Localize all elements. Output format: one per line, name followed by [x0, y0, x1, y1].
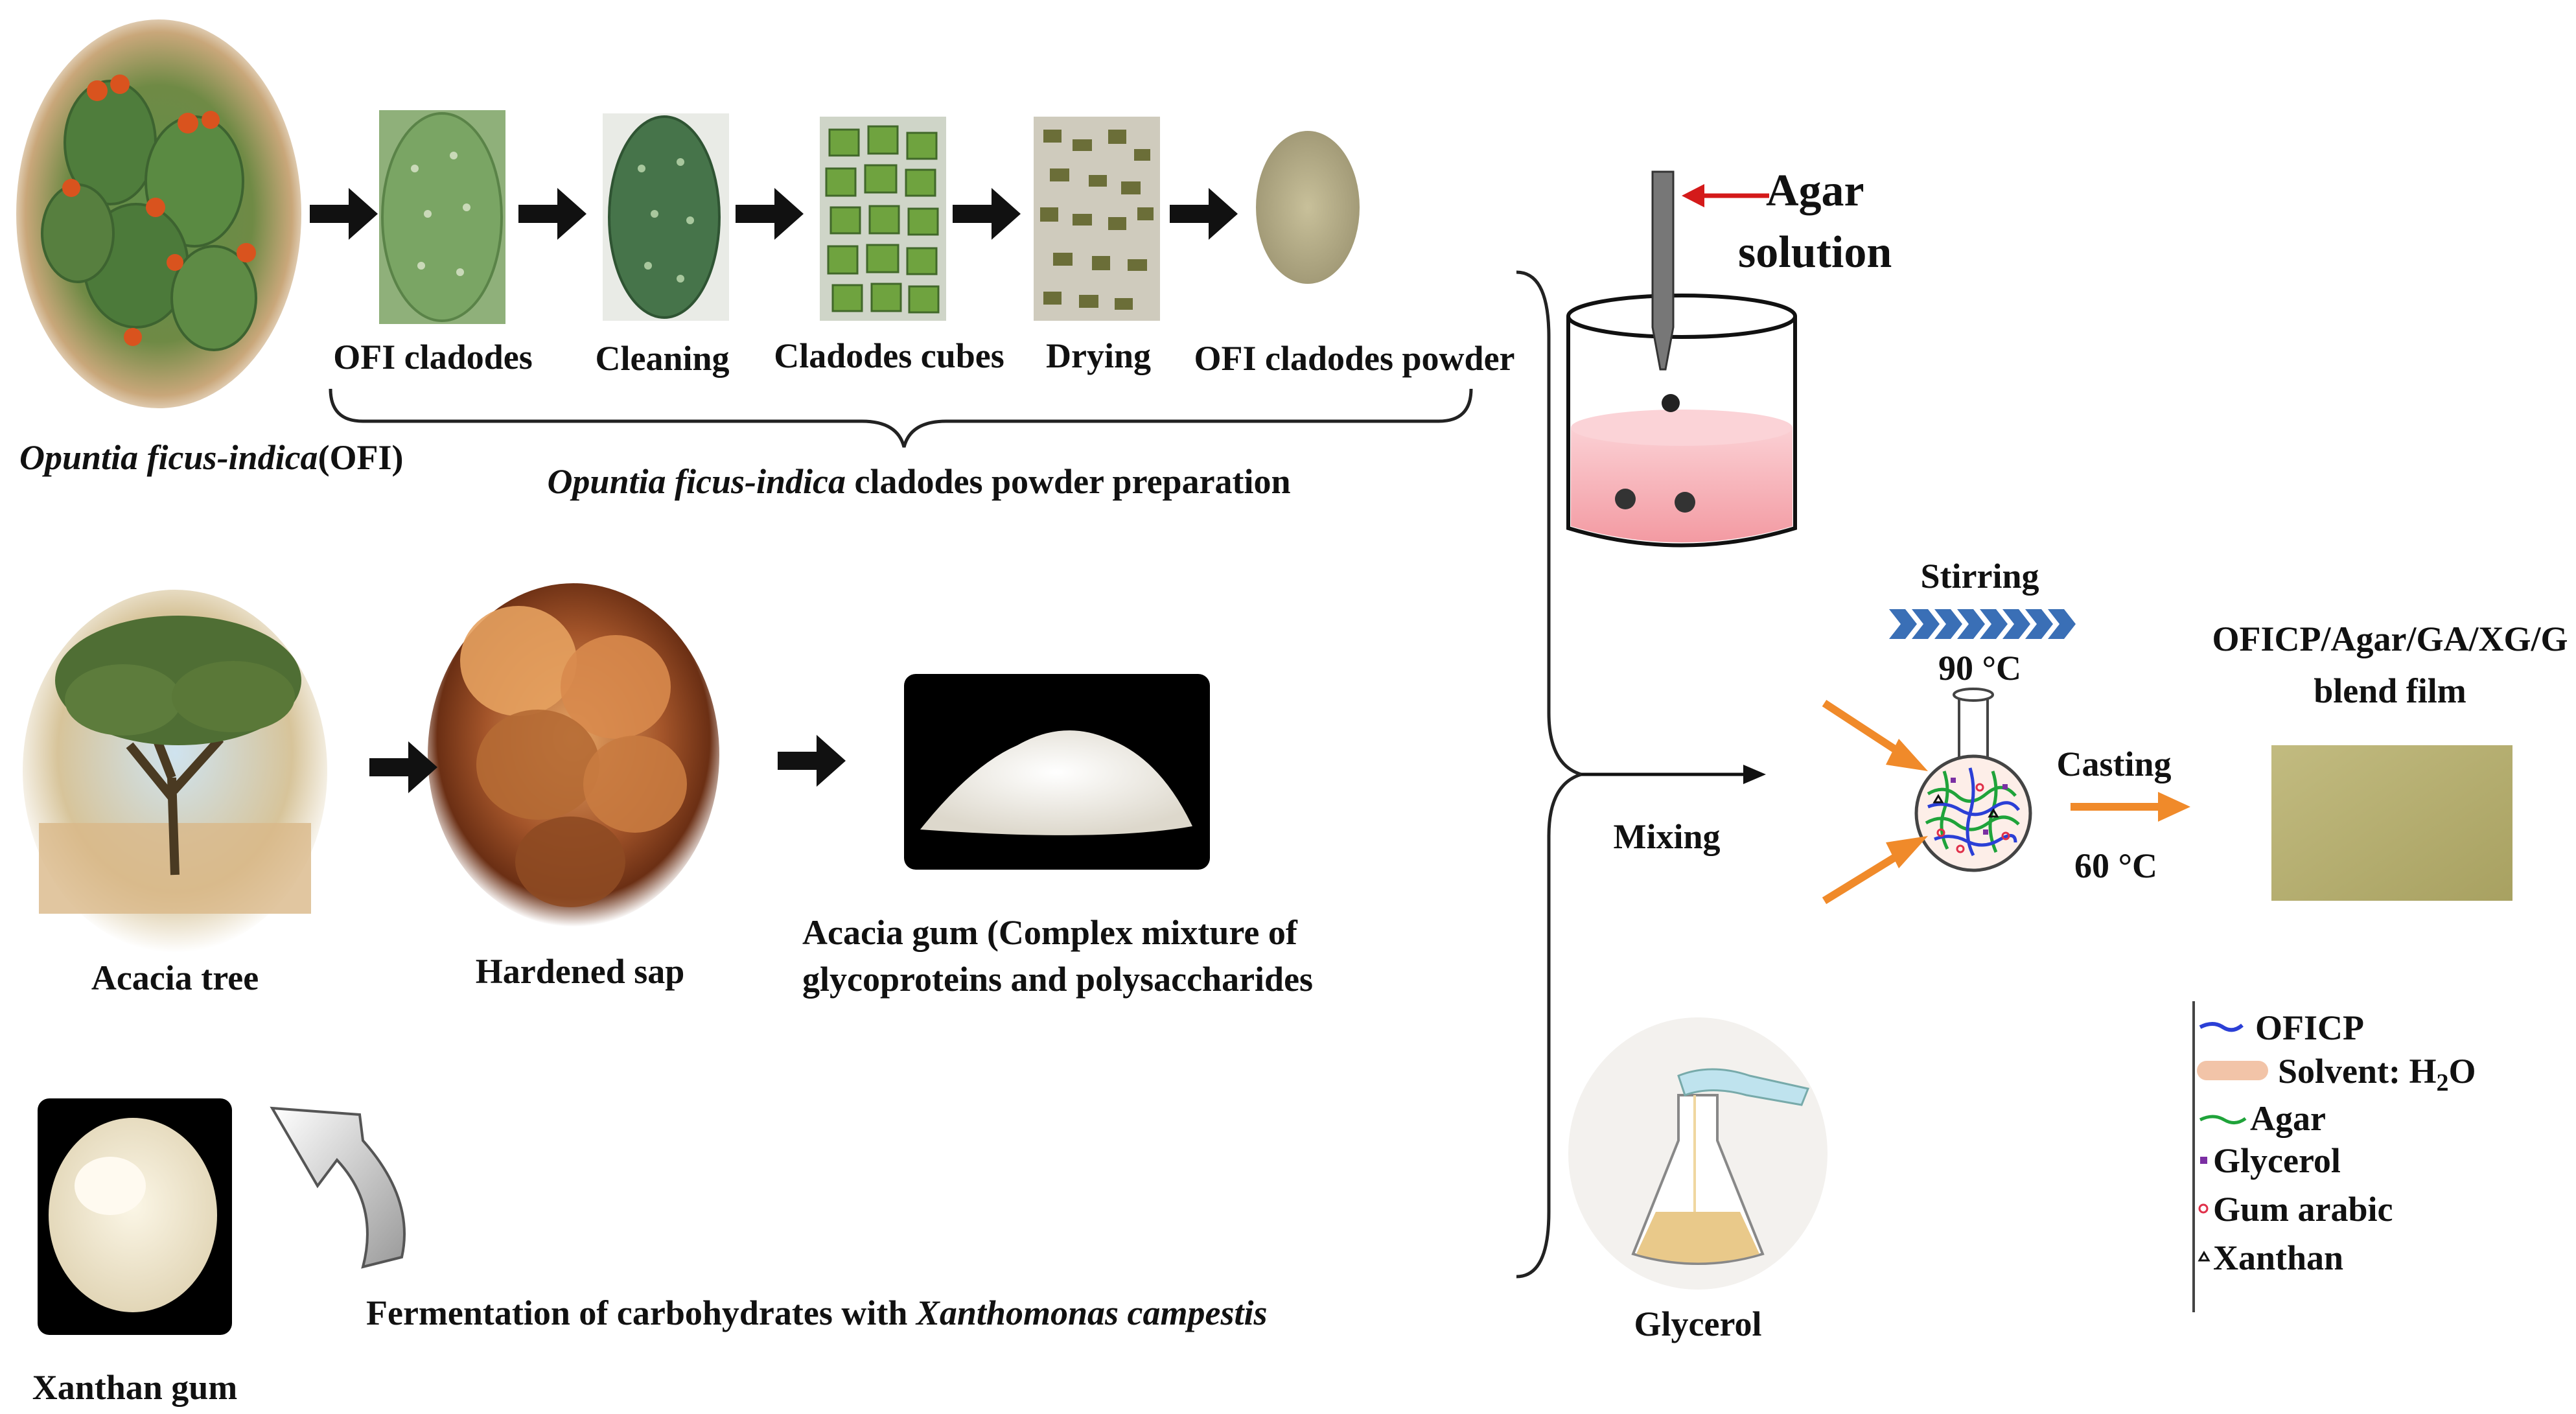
opuntia-section-title: Opuntia ficus-indica cladodes powder pre…: [547, 461, 1290, 502]
solvent-pill-icon: [2197, 1061, 2268, 1080]
opuntia-flow-arrows: [310, 188, 1238, 240]
opuntia-abbrev: (OFI): [318, 438, 404, 477]
legend-item-oficp: OFICP: [2255, 1008, 2364, 1047]
casting-temp-label: 60 °C: [2074, 846, 2158, 885]
drying-image: [1034, 117, 1160, 321]
cladode-image: [379, 110, 505, 324]
cladode-cubes-image: [820, 117, 946, 321]
opuntia-section-species: Opuntia ficus-indica: [547, 462, 846, 501]
hardened-sap-label: Hardened sap: [475, 952, 685, 991]
acacia-flow-arrows: [369, 735, 846, 793]
curved-return-arrow: [270, 1106, 406, 1269]
step-label-drying: Drying: [1046, 336, 1151, 375]
red-circle-icon: [2198, 1203, 2209, 1214]
film-label-line1: OFICP/Agar/GA/XG/G: [2212, 620, 2568, 658]
step-label-cubes: Cladodes cubes: [774, 336, 1004, 375]
cleaning-image: [603, 113, 729, 321]
acacia-gum-label-line2: glycoproteins and polysaccharides: [802, 960, 1314, 999]
hardened-sap-image: [428, 583, 719, 927]
orange-arrows: [1822, 699, 2190, 905]
reaction-flask: [1914, 688, 2032, 872]
opuntia-section-text: cladodes powder preparation: [846, 462, 1291, 501]
legend-item-agar: Agar: [2250, 1099, 2326, 1138]
legend-item-solvent: Solvent: H2O: [2278, 1051, 2476, 1097]
xanthan-gum-label: Xanthan gum: [32, 1368, 238, 1407]
acacia-gum-powder-image: [904, 674, 1210, 870]
mixing-label: Mixing: [1613, 817, 1721, 856]
agar-label-line1: Agar: [1766, 166, 1864, 216]
legend-solvent-text: Solvent: H: [2278, 1052, 2437, 1091]
step-label-cladodes: OFI cladodes: [333, 338, 533, 377]
pipette: [1651, 170, 1675, 371]
legend-item-glycerol: Glycerol: [2213, 1141, 2341, 1180]
fermentation-text: Fermentation of carbohydrates with: [366, 1293, 916, 1332]
acacia-tree-image: [23, 590, 327, 953]
blue-wavy-line-icon: [2199, 1022, 2244, 1032]
opuntia-plant-label: Opuntia ficus-indica(OFI): [19, 437, 404, 478]
agar-red-arrow: [1682, 184, 1769, 207]
blend-film-image: [2271, 745, 2512, 901]
fermentation-label: Fermentation of carbohydrates with Xanth…: [366, 1293, 1267, 1333]
green-wavy-line-icon: [2199, 1115, 2247, 1124]
agar-beaker: [1566, 294, 1797, 548]
legend-item-xanthan: Xanthan: [2213, 1238, 2344, 1277]
step-label-powder: OFI cladodes powder: [1194, 339, 1515, 378]
legend-icons: [2197, 1022, 2268, 1262]
xanthan-gum-image: [38, 1098, 232, 1335]
legend-solvent-tail: O: [2448, 1052, 2476, 1091]
purple-square-icon: [2200, 1157, 2207, 1164]
opuntia-plant-image: [16, 19, 301, 408]
opuntia-species-name: Opuntia ficus-indica: [19, 438, 318, 477]
casting-label: Casting: [2056, 745, 2172, 783]
legend-item-gum-arabic: Gum arabic: [2213, 1190, 2393, 1229]
agar-label-line2: solution: [1738, 227, 1892, 277]
cladode-powder-image: [1256, 131, 1360, 284]
step-label-cleaning: Cleaning: [595, 339, 730, 378]
mixing-arrow: [1581, 765, 1766, 784]
triangle-icon: [2198, 1251, 2210, 1262]
glycerol-label: Glycerol: [1634, 1304, 1762, 1343]
opuntia-section-brace: [329, 388, 1473, 448]
film-label-line2: blend film: [2314, 671, 2466, 710]
acacia-tree-label: Acacia tree: [91, 958, 259, 997]
glycerol-flask-image: [1568, 1017, 1828, 1290]
acacia-gum-label-line1: Acacia gum (Complex mixture of: [802, 913, 1297, 952]
fermentation-species: Xanthomonas campestis: [916, 1293, 1268, 1332]
stirring-chevrons: [1889, 609, 2076, 639]
legend-solvent-subscript: 2: [2436, 1069, 2449, 1096]
stirring-temp-label: 90 °C: [1938, 649, 2022, 688]
stirring-label: Stirring: [1920, 557, 2039, 596]
